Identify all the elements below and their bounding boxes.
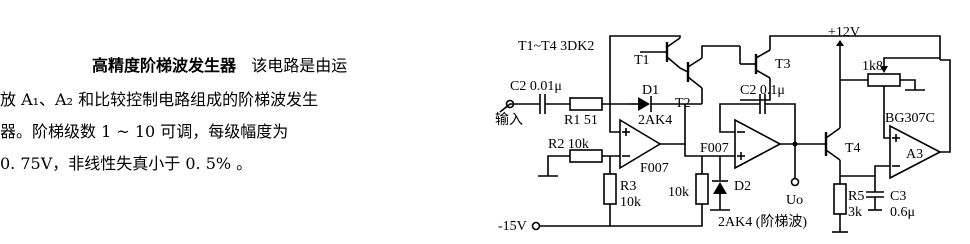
label-r3: R3 [620, 179, 636, 194]
label-vcc: +12V [828, 25, 860, 40]
transistor-t1 [640, 37, 681, 69]
transistor-t4 [824, 127, 841, 161]
diode-d1 [630, 96, 702, 112]
label-d1: D1 [642, 83, 659, 98]
label-t1: T1 [634, 53, 650, 68]
label-d2-type: 2AK4 (阶梯波) [718, 214, 807, 230]
wire-a2-plus [684, 144, 735, 157]
wire-r2-gnd [547, 155, 570, 176]
label-vee: -15V [498, 219, 527, 234]
capacitor-c2-input [539, 94, 546, 114]
label-r-10k: 10k [668, 185, 689, 200]
description-line-4: 0. 75V，非线性失真小于 0. 5% 。 [0, 154, 253, 173]
resistor-r3 [603, 173, 617, 205]
label-f007-b: F007 [700, 141, 729, 156]
label-t4: T4 [845, 141, 861, 156]
label-c3-value: 0.6μ [890, 205, 915, 220]
label-c3: C3 [890, 189, 906, 204]
resistor-r5 [833, 183, 847, 215]
vee-terminal [531, 221, 541, 231]
label-r3-value: 10k [620, 195, 641, 210]
wire-a2-minus [719, 103, 760, 133]
wire-r3-vee [540, 204, 611, 227]
description-line-2: 放 A₁、A₂ 和比较控制电路组成的阶梯波发生 [0, 90, 319, 109]
wire-a1-plus [609, 104, 620, 133]
opamp-a2 [734, 118, 782, 170]
label-potentiometer: 1k8 [862, 59, 883, 74]
wire-a3-minus [874, 165, 890, 176]
uo-terminal [790, 177, 800, 187]
wire-a3-out [940, 59, 951, 153]
pot-wiper-arrow [880, 66, 888, 73]
wire-t3-top [769, 35, 941, 60]
wire-t2-collector [701, 45, 740, 58]
diode-d2 [710, 156, 730, 211]
opamp-a1 [619, 118, 662, 170]
label-c2-input: C2 0.01μ [510, 79, 562, 94]
wire-a3-plus [883, 86, 890, 139]
label-d1-type: 2AK4 [638, 113, 672, 128]
label-t2: T2 [675, 96, 691, 111]
label-c2-feedback: C2 0.1μ [740, 83, 785, 98]
capacitor-c3 [866, 191, 884, 211]
resistor-10k [695, 173, 709, 205]
label-d2: D2 [734, 179, 751, 194]
circuit-diagram: T1~T4 3DK2 T1 T2 T3 T4 C2 0.1μ C2 0.01μ … [495, 25, 951, 234]
transistor-t3 [740, 49, 771, 79]
wire-t1-top [609, 35, 681, 52]
wire-t3-emitter [740, 78, 771, 101]
resistor-r1 [569, 97, 603, 111]
description-line-3: 器。阶梯级数 1 ~ 10 可调，每级幅度为 [0, 122, 289, 141]
label-t3: T3 [775, 57, 791, 72]
description-intro: 该电路是由运 [251, 56, 348, 75]
wire-10k-vee [610, 204, 703, 227]
transistor-t2 [679, 57, 703, 89]
label-a3: A3 [906, 147, 923, 162]
label-r1: R1 51 [564, 113, 598, 128]
description-line-1: 高精度阶梯波发生器 该电路是由运 [92, 52, 347, 76]
label-r5: R5 [848, 189, 864, 204]
wire-pot-right [900, 79, 916, 90]
wire-pot-wiper [883, 57, 940, 66]
label-transistor-note: T1~T4 3DK2 [518, 39, 594, 54]
label-r2: R2 10k [548, 137, 589, 152]
label-uo: Uo [786, 193, 803, 208]
label-bg307c: BG307C [885, 111, 935, 126]
vcc-arrow [836, 40, 844, 46]
circuit-title: 高精度阶梯波发生器 [92, 56, 237, 75]
description-text: 高精度阶梯波发生器 该电路是由运 放 A₁、A₂ 和比较控制电路组成的阶梯波发生… [0, 0, 470, 244]
wire-c2-out [765, 103, 796, 144]
label-input: 输入 [495, 112, 523, 128]
label-f007-a: F007 [640, 161, 669, 176]
label-r5-value: 3k [848, 205, 862, 220]
comparator-a3 [889, 124, 942, 180]
potentiometer [867, 73, 901, 87]
wire-input [499, 103, 540, 113]
